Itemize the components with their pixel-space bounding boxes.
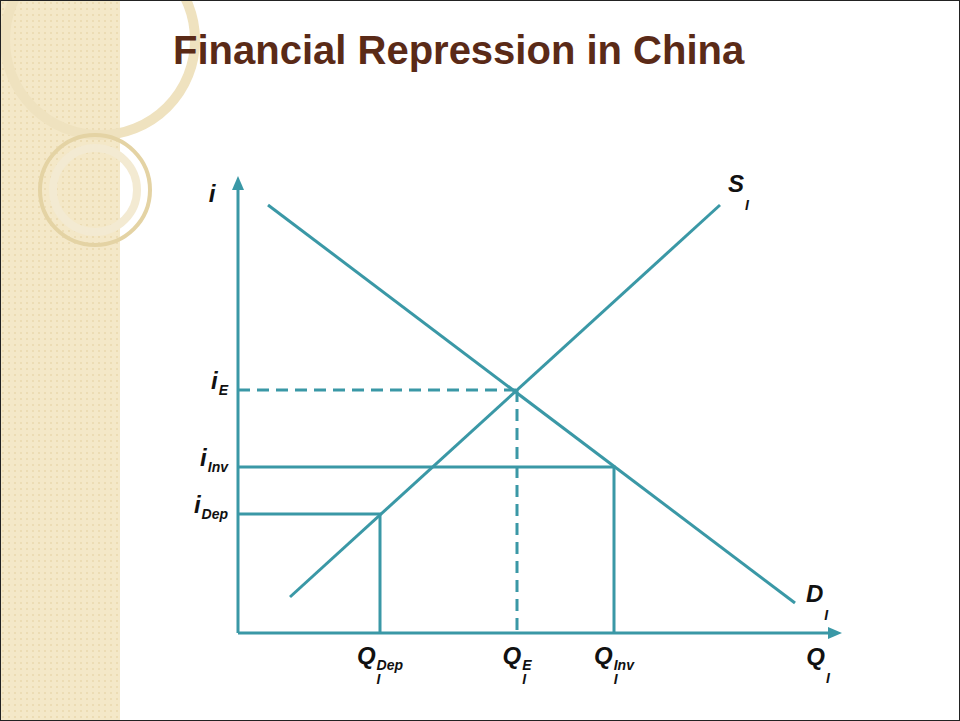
- quantity-label: QInvI: [594, 644, 634, 686]
- subscript: I: [377, 672, 403, 686]
- quantity-label: QDepI: [357, 644, 403, 686]
- script-stack: EI: [522, 658, 531, 686]
- superscript: E: [522, 658, 531, 672]
- investment-rate-line: [238, 467, 614, 633]
- supply-curve: [290, 205, 720, 597]
- slide-title: Financial Repression in China: [173, 28, 744, 73]
- rate-label: iDep: [194, 493, 228, 535]
- superscript: Dep: [377, 658, 403, 672]
- symbol: i: [209, 180, 216, 207]
- symbol: i: [194, 491, 201, 518]
- symbol: Q: [357, 642, 376, 669]
- symbol: Q: [806, 643, 825, 670]
- script-stack: E: [219, 383, 228, 411]
- subscript: [208, 474, 228, 488]
- subscript: I: [614, 672, 634, 686]
- axis-label: QI: [806, 645, 830, 685]
- quantity-label: QEI: [502, 644, 531, 686]
- y-axis: [237, 186, 240, 633]
- subscript: I: [522, 672, 531, 686]
- script-stack: Dep: [202, 507, 228, 535]
- deposit-rate-line: [238, 514, 380, 633]
- superscript: [826, 657, 830, 671]
- symbol: D: [806, 580, 823, 607]
- rate-label: iE: [211, 369, 228, 411]
- symbol: i: [211, 367, 218, 394]
- deco-ring: [5, 0, 195, 135]
- script-stack: InvI: [614, 658, 634, 686]
- axis-arrow: [232, 176, 244, 190]
- script-stack: I: [745, 184, 749, 212]
- superscript: Dep: [202, 507, 228, 521]
- script-stack: I: [824, 594, 828, 622]
- subscript: I: [745, 198, 749, 212]
- subscript: [202, 521, 228, 535]
- deco-ring: [53, 148, 137, 232]
- curve-label: DI: [806, 582, 828, 622]
- symbol: i: [200, 444, 207, 471]
- side-strip: [0, 0, 120, 721]
- deco-ring: [40, 135, 150, 245]
- subscript: [219, 397, 228, 411]
- script-stack: DepI: [377, 658, 403, 686]
- script-stack: Inv: [208, 460, 228, 488]
- x-axis: [238, 632, 832, 635]
- symbol: Q: [594, 642, 613, 669]
- symbol: Q: [502, 642, 521, 669]
- superscript: E: [219, 383, 228, 397]
- symbol: S: [728, 170, 744, 197]
- subscript: I: [826, 671, 830, 685]
- curve-label: SI: [728, 172, 749, 212]
- equilibrium-quantity-line: [516, 390, 519, 633]
- superscript: Inv: [208, 460, 228, 474]
- subscript: I: [824, 608, 828, 622]
- axis-arrow: [828, 627, 842, 639]
- rate-label: iInv: [200, 446, 228, 488]
- superscript: Inv: [614, 658, 634, 672]
- equilibrium-rate-line: [238, 389, 517, 392]
- superscript: [745, 184, 749, 198]
- superscript: [824, 594, 828, 608]
- script-stack: I: [826, 657, 830, 685]
- axis-label: i: [209, 182, 216, 206]
- demand-curve: [268, 205, 795, 603]
